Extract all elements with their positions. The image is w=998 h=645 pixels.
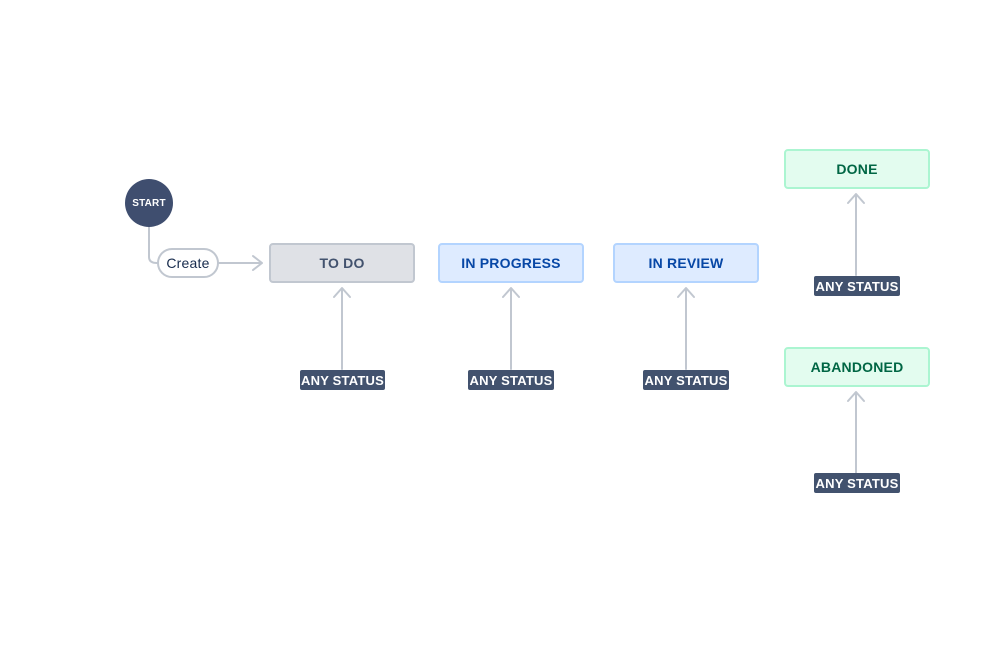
start-to-create-connector — [148, 226, 158, 264]
todo-global-arrowhead — [333, 287, 351, 298]
any-status-to-in-review[interactable]: ANY STATUS — [643, 370, 729, 390]
status-in-review[interactable]: IN REVIEW — [613, 243, 759, 283]
in-progress-global-arrowhead — [502, 287, 520, 298]
create-transition[interactable]: Create — [157, 248, 219, 278]
in-review-global-arrowhead — [677, 287, 695, 298]
any-status-to-done[interactable]: ANY STATUS — [814, 276, 900, 296]
done-global-arrowhead — [847, 193, 865, 204]
any-status-to-abandoned[interactable]: ANY STATUS — [814, 473, 900, 493]
start-node[interactable]: START — [125, 179, 173, 227]
status-in-progress[interactable]: IN PROGRESS — [438, 243, 584, 283]
any-status-to-in-progress[interactable]: ANY STATUS — [468, 370, 554, 390]
status-todo[interactable]: TO DO — [269, 243, 415, 283]
create-to-todo-arrowhead — [252, 255, 263, 271]
abandoned-global-arrowhead — [847, 391, 865, 402]
status-done[interactable]: DONE — [784, 149, 930, 189]
any-status-to-todo[interactable]: ANY STATUS — [300, 370, 385, 390]
status-abandoned[interactable]: ABANDONED — [784, 347, 930, 387]
